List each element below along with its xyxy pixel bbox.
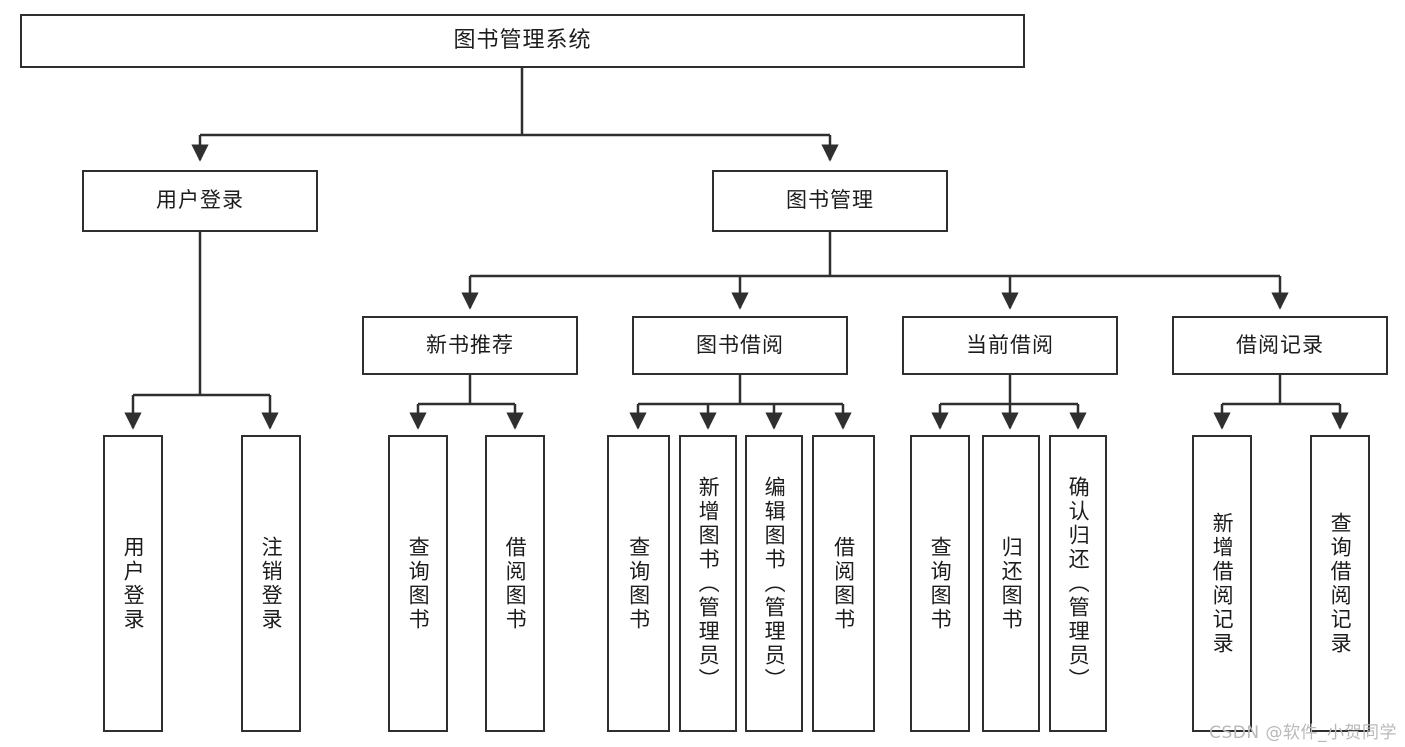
node-label: 图书借阅 <box>696 332 784 357</box>
node-new-book-recommend[interactable]: 新书推荐 <box>362 316 578 375</box>
leaf-borrow-add-book-admin[interactable]: 新增图书（管理员） <box>679 435 737 732</box>
node-book-management[interactable]: 图书管理 <box>712 170 948 232</box>
node-current-borrow[interactable]: 当前借阅 <box>902 316 1118 375</box>
leaf-borrow-query-book[interactable]: 查询图书 <box>607 435 670 732</box>
node-label: 归还图书 <box>999 535 1024 632</box>
leaf-borrow-edit-book-admin[interactable]: 编辑图书（管理员） <box>745 435 803 732</box>
node-label: 当前借阅 <box>966 332 1054 357</box>
leaf-current-query-book[interactable]: 查询图书 <box>910 435 970 732</box>
node-label: 图书管理 <box>786 188 874 213</box>
node-user-login[interactable]: 用户登录 <box>82 170 318 232</box>
leaf-recommend-query-book[interactable]: 查询图书 <box>388 435 448 732</box>
node-book-borrow[interactable]: 图书借阅 <box>632 316 848 375</box>
node-label: 查询图书 <box>626 535 651 632</box>
leaf-current-confirm-return-admin[interactable]: 确认归还（管理员） <box>1049 435 1107 732</box>
node-label: 借阅图书 <box>503 535 528 632</box>
leaf-user-login-login[interactable]: 用户登录 <box>103 435 163 732</box>
leaf-borrow-borrow-book[interactable]: 借阅图书 <box>812 435 875 732</box>
node-label: 查询图书 <box>406 535 431 632</box>
csdn-watermark: CSDN @软件_小贺同学 <box>1209 723 1397 743</box>
node-label: 用户登录 <box>121 535 146 632</box>
node-label: 用户登录 <box>156 188 244 213</box>
node-label: 编辑图书（管理员） <box>762 475 787 692</box>
node-label: 借阅图书 <box>831 535 856 632</box>
node-label: 确认归还（管理员） <box>1066 475 1091 692</box>
node-label: 注销登录 <box>259 535 284 632</box>
node-label: 查询借阅记录 <box>1328 511 1353 656</box>
leaf-record-add-record[interactable]: 新增借阅记录 <box>1192 435 1252 732</box>
leaf-recommend-borrow-book[interactable]: 借阅图书 <box>485 435 545 732</box>
node-label: 图书管理系统 <box>453 27 592 53</box>
node-label: 新书推荐 <box>426 332 514 357</box>
node-label: 查询图书 <box>928 535 953 632</box>
leaf-current-return-book[interactable]: 归还图书 <box>982 435 1040 732</box>
node-label: 新增图书（管理员） <box>696 475 721 692</box>
node-borrow-record[interactable]: 借阅记录 <box>1172 316 1388 375</box>
leaf-record-query-record[interactable]: 查询借阅记录 <box>1310 435 1370 732</box>
node-root-system[interactable]: 图书管理系统 <box>20 14 1025 68</box>
leaf-user-login-logout[interactable]: 注销登录 <box>241 435 301 732</box>
node-label: 新增借阅记录 <box>1210 511 1235 656</box>
node-label: 借阅记录 <box>1236 332 1324 357</box>
